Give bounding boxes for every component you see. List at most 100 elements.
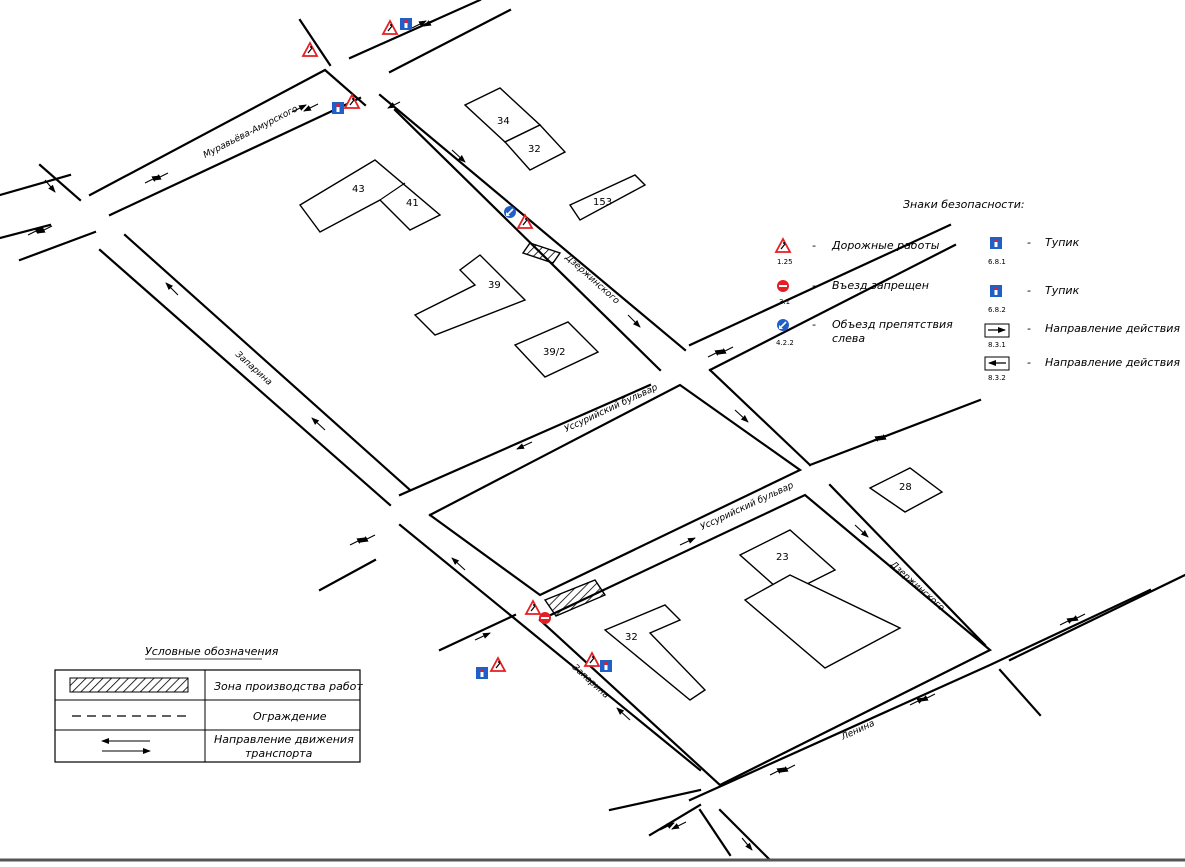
road-works-sign-icon (584, 652, 600, 667)
road-works-sign-icon (302, 42, 318, 57)
building-number: 39/2 (543, 347, 565, 358)
dead-end-sign-icon (400, 18, 412, 30)
conventions-legend: Условные обозначения Зона производства р… (54, 645, 363, 763)
conventions-label-traffic: Направление движения (214, 733, 354, 746)
bypass-sign-icon (776, 318, 790, 332)
street-label-dzerzhinskogo-north: Дзержинского (562, 252, 621, 307)
sign-code: 3.1 (779, 298, 790, 306)
road-works-sign-icon (775, 238, 791, 253)
street-edge (108, 96, 362, 217)
sign-label-bypass: Объезд препятствия (832, 318, 953, 331)
dead-end-sign-icon (332, 102, 344, 114)
sign-dash: - (812, 279, 816, 292)
sign-code: 8.3.1 (988, 341, 1006, 349)
sign-label-road-works: Дорожные работы (831, 239, 940, 252)
conventions-label-fence: Ограждение (253, 710, 327, 723)
street-label-dzerzhinskogo-south: Дзержинского (887, 559, 946, 614)
street-edge (438, 613, 517, 652)
sign-code: 6.8.2 (988, 306, 1006, 314)
street-edge (808, 398, 982, 467)
road-works-sign-icon (382, 20, 398, 35)
work-zone-swatch (69, 677, 189, 693)
conventions-label-traffic-2: транспорта (245, 747, 313, 760)
street-edge (708, 243, 957, 372)
street-edge (393, 108, 662, 372)
sign-label-direction-left: Направление действия (1045, 356, 1180, 369)
street-edge (688, 588, 1152, 802)
building-28 (868, 467, 944, 513)
street-edge (298, 18, 332, 67)
street-edge (378, 93, 687, 352)
building-number: 23 (776, 552, 789, 563)
building-39 (413, 254, 527, 336)
street-edge (0, 173, 72, 197)
street-edge (608, 788, 702, 812)
building-number: 43 (352, 184, 365, 195)
building-number: 153 (593, 197, 612, 208)
sign-label-direction-right: Направление действия (1045, 322, 1180, 335)
sign-dash: - (1027, 356, 1031, 369)
no-entry-sign-icon (777, 280, 789, 292)
street-edge (98, 248, 392, 507)
street-edge (718, 808, 772, 862)
street-edge (648, 803, 702, 837)
work-zone-south (543, 579, 607, 617)
sign-label-bypass-2: слева (832, 332, 865, 345)
building-153 (568, 174, 647, 221)
work-zone-north (521, 242, 562, 264)
signs-legend: Знаки безопасности: 1.25 - Дорожные рабо… (775, 198, 1180, 382)
sign-dash: - (1027, 236, 1031, 249)
building-39-2 (513, 321, 600, 378)
building-number: 34 (497, 116, 510, 127)
building-divider (379, 182, 406, 201)
sign-dash: - (1027, 284, 1031, 297)
conventions-title: Условные обозначения (145, 645, 279, 658)
street-edge (398, 523, 702, 772)
building-number: 32 (528, 144, 541, 155)
street-edge (88, 68, 367, 197)
sign-code: 8.3.2 (988, 374, 1006, 382)
building-number: 41 (406, 198, 419, 209)
traffic-arrows (27, 18, 1086, 851)
sign-dash: - (812, 318, 816, 331)
street-edge (708, 368, 812, 467)
building-23-bottom (743, 574, 902, 669)
street-edge (998, 668, 1042, 717)
dead-end-sign-icon (476, 667, 488, 679)
sign-label-no-entry: Въезд запрещен (832, 279, 929, 292)
street-edge (0, 223, 52, 240)
dead-end-sign-icon (990, 237, 1002, 249)
building-number: 39 (488, 280, 501, 291)
building-number: 32 (625, 632, 638, 643)
conventions-label-work-zone: Зона производства работ (214, 680, 363, 693)
building-32-south (603, 604, 707, 701)
signs-legend-title: Знаки безопасности: (903, 198, 1025, 211)
building-number: 28 (899, 482, 912, 493)
sign-dash: - (812, 239, 816, 252)
street-edge (388, 8, 512, 74)
street-label-ussuriysky-north: Уссурийский бульвар (563, 383, 660, 435)
street-label-zaparina-north: Запарина (233, 350, 274, 388)
building-43-41 (298, 159, 442, 233)
street-edge (538, 493, 992, 787)
street-edge (38, 163, 82, 202)
building-32-north (503, 124, 567, 171)
street-edge (688, 223, 952, 347)
road-works-sign-icon (525, 600, 541, 615)
sign-code: 6.8.1 (988, 258, 1006, 266)
dead-end-side-sign-icon (990, 285, 1002, 297)
street-edge (698, 808, 732, 857)
sign-label-dead-end: Тупик (1045, 236, 1080, 249)
street-edge (318, 558, 377, 592)
buildings: 34 32 153 43 41 39 39/2 28 23 32 (298, 87, 944, 701)
building-23-top (738, 529, 837, 596)
sign-code: 1.25 (777, 258, 793, 266)
street-edge (1008, 573, 1185, 662)
street-edge (428, 383, 803, 597)
sign-dash: - (1027, 322, 1031, 335)
road-works-sign-icon (490, 657, 506, 672)
street-edge (828, 483, 987, 647)
street-edge (123, 233, 412, 492)
